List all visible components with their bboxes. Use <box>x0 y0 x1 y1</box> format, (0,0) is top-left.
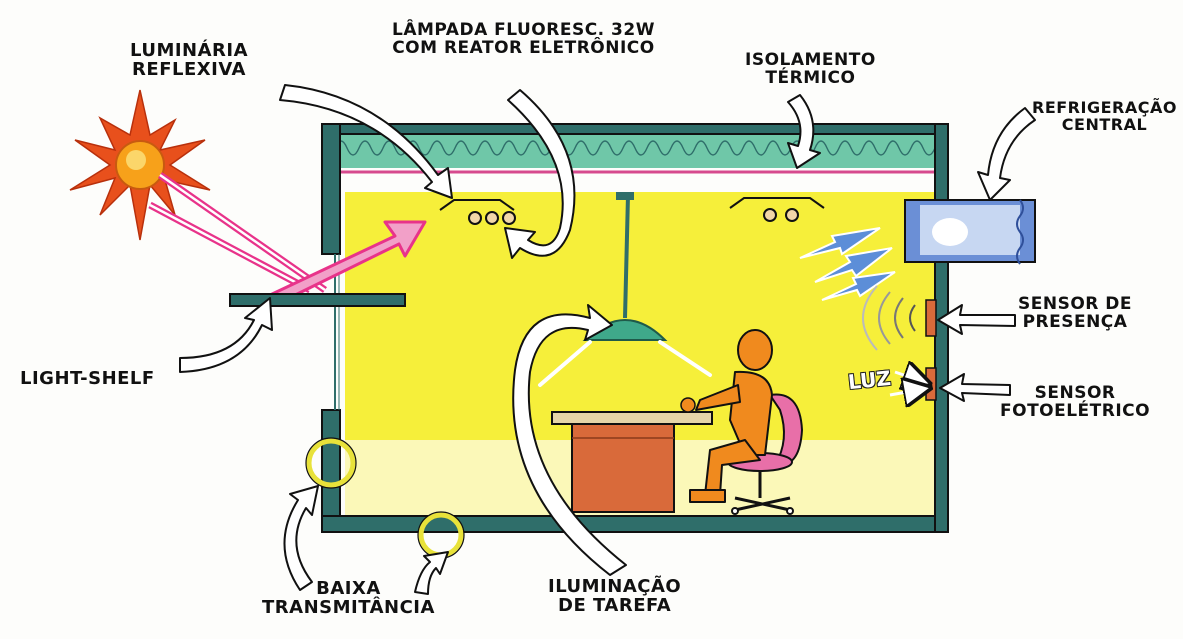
ac-unit-icon <box>904 199 1036 265</box>
fluorescent-lamp-icon <box>439 199 516 225</box>
label-iluminacao-tarefa: ILUMINAÇÃO DE TAREFA <box>548 576 682 616</box>
desk-object <box>680 397 696 413</box>
label-baixa-transmitancia: BAIXA TRANSMITÂNCIA <box>262 578 435 618</box>
desk-icon <box>551 411 713 513</box>
sun-icon <box>69 89 211 241</box>
light-shelf <box>229 293 406 307</box>
building-walls <box>321 123 949 533</box>
sensor-icon-photoelectric <box>889 368 937 400</box>
label-lampada-fluorescente: LÂMPADA FLUORESC. 32W COM REATOR ELETRÔN… <box>392 20 655 58</box>
label-refrigeracao-central: REFRIGERAÇÃO CENTRAL <box>1032 98 1177 134</box>
label-sensor-fotoeletrico: SENSOR FOTOELÉTRICO <box>1000 383 1151 421</box>
fluorescent-lamp-icon-right <box>729 197 825 222</box>
label-isolamento-termico: ISOLAMENTO TÉRMICO <box>745 50 876 88</box>
reflected-light-arrow <box>268 220 427 302</box>
label-sensor-presenca: SENSOR DE PRESENÇA <box>1018 294 1133 332</box>
cold-air-flow <box>799 227 896 301</box>
leader-arrows <box>179 84 1036 595</box>
label-light-shelf: LIGHT-SHELF <box>20 368 155 389</box>
label-luminaria-reflexiva: LUMINÁRIA REFLEXIVA <box>130 40 249 80</box>
person-icon <box>689 329 773 503</box>
label-luz: LUZ <box>846 365 892 395</box>
sensor-icon-presence <box>862 285 937 351</box>
